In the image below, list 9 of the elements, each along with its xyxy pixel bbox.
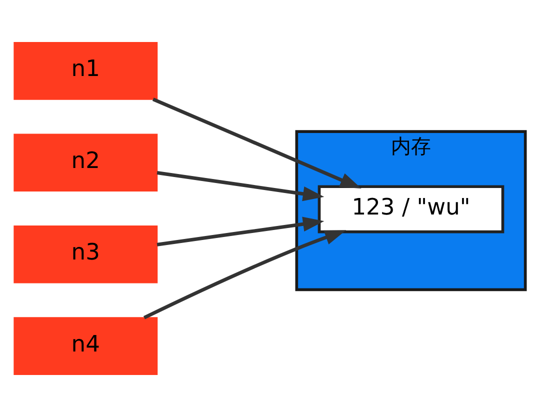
node-box: n4 xyxy=(14,316,158,375)
node-box: n3 xyxy=(14,224,158,283)
node-box: n1 xyxy=(14,41,158,100)
arrow xyxy=(156,216,324,246)
arrow xyxy=(152,97,362,188)
arrow xyxy=(143,230,346,319)
arrow xyxy=(156,170,324,201)
node-box: 123 / "wu" xyxy=(318,184,504,233)
node-box: n2 xyxy=(14,133,158,192)
